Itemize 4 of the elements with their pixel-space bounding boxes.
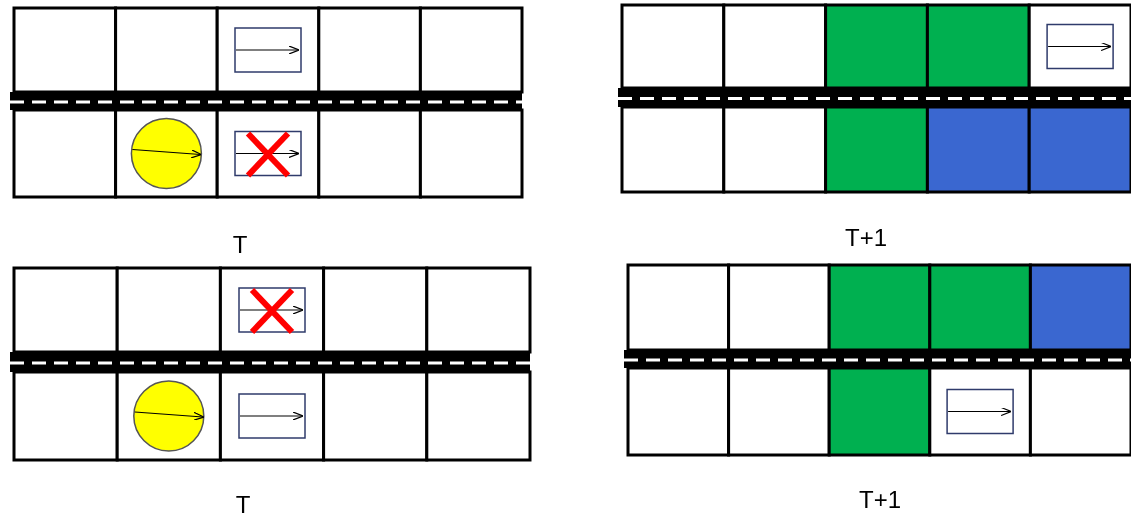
time-label: T [235, 493, 251, 517]
time-label: T [232, 233, 248, 257]
time-label: T+1 [845, 226, 887, 250]
time-label: T+1 [859, 488, 901, 512]
